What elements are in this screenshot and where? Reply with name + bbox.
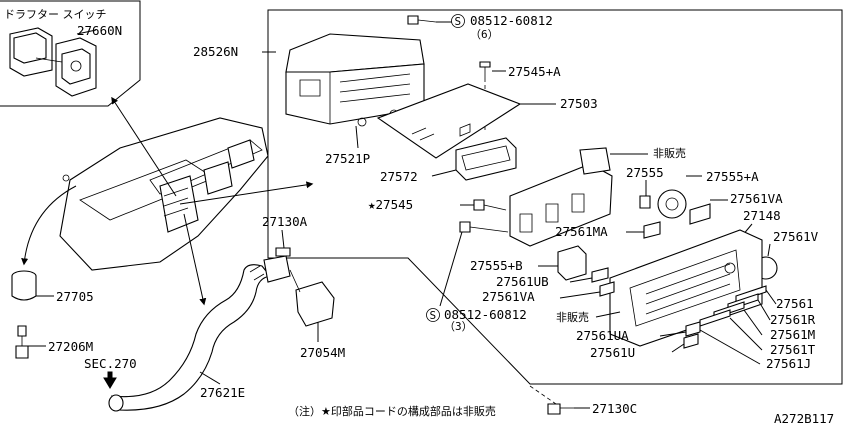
label-27054M: 27054M <box>300 345 345 360</box>
label-27555A: 27555+A <box>706 169 759 184</box>
button-strips <box>683 285 767 349</box>
dashboard <box>59 117 269 271</box>
label-27561MA: 27561MA <box>555 224 608 239</box>
label-27206M: 27206M <box>48 339 93 354</box>
label-27572: 27572 <box>380 169 418 184</box>
label-27561VA-bottom: 27561VA <box>482 289 535 304</box>
label-27561UB: 27561UB <box>496 274 549 289</box>
label-27130A: 27130A <box>262 214 308 229</box>
svg-text:S: S <box>430 309 437 322</box>
part-27206M <box>15 325 29 359</box>
label-27621E: 27621E <box>200 385 245 400</box>
bolt-code-top: 08512-60812 <box>470 13 553 28</box>
part-27555B <box>557 245 587 281</box>
label-28526N: 28526N <box>193 44 238 59</box>
label-not-for-sale-2: 非販売 <box>556 311 589 324</box>
drafter-switch-part <box>9 27 97 97</box>
label-27561J: 27561J <box>766 356 811 371</box>
duct-27621E <box>108 264 272 412</box>
bolt-qty-top: （6） <box>470 28 499 41</box>
label-27561R: 27561R <box>770 312 816 327</box>
inset-drafter-switch: ドラフター スイッチ 27660N <box>0 0 141 107</box>
bolt-spec-bottom: S 08512-60812 （3） <box>426 231 527 333</box>
part-27705 <box>11 270 37 301</box>
leader-27660N <box>76 29 97 35</box>
label-27545A: 27545+A <box>508 64 561 79</box>
label-27148: 27148 <box>743 208 781 223</box>
label-27561M: 27561M <box>770 327 815 342</box>
assembly-frame <box>267 9 843 385</box>
switch-board <box>509 147 613 247</box>
footnote: （注）★印部品コードの構成部品は非販売 <box>288 404 496 418</box>
sec-arrow-icon <box>103 371 117 389</box>
bolt-spec-top: S 08512-60812 （6） <box>407 13 553 41</box>
svg-text:S: S <box>455 15 462 28</box>
label-27561UA: 27561UA <box>576 328 629 343</box>
label-27705: 27705 <box>56 289 94 304</box>
sec-ref: SEC.270 <box>84 356 137 371</box>
label-27545-star: ★27545 <box>368 197 413 212</box>
bolt-qty-bottom: （3） <box>444 320 473 333</box>
label-27561U: 27561U <box>590 345 635 360</box>
label-27521P: 27521P <box>325 151 370 166</box>
figure-code: A272B117 <box>774 411 834 425</box>
knob-27555A <box>657 189 687 219</box>
label-27561T: 27561T <box>770 342 816 357</box>
label-27561V: 27561V <box>773 229 819 244</box>
bolt-code-bottom: 08512-60812 <box>444 307 527 322</box>
inset-title: ドラフター スイッチ <box>4 8 107 21</box>
label-27555: 27555 <box>626 165 664 180</box>
label-27503: 27503 <box>560 96 598 111</box>
label-27660N: 27660N <box>77 23 122 38</box>
label-27561VA-top: 27561VA <box>730 191 783 206</box>
part-27130C <box>547 403 574 415</box>
part-27054M <box>263 255 335 327</box>
label-not-for-sale-1: 非販売 <box>653 147 686 160</box>
label-27555B: 27555+B <box>470 258 523 273</box>
label-27561: 27561 <box>776 296 814 311</box>
display-27572 <box>455 137 517 181</box>
label-27130C: 27130C <box>592 401 637 416</box>
